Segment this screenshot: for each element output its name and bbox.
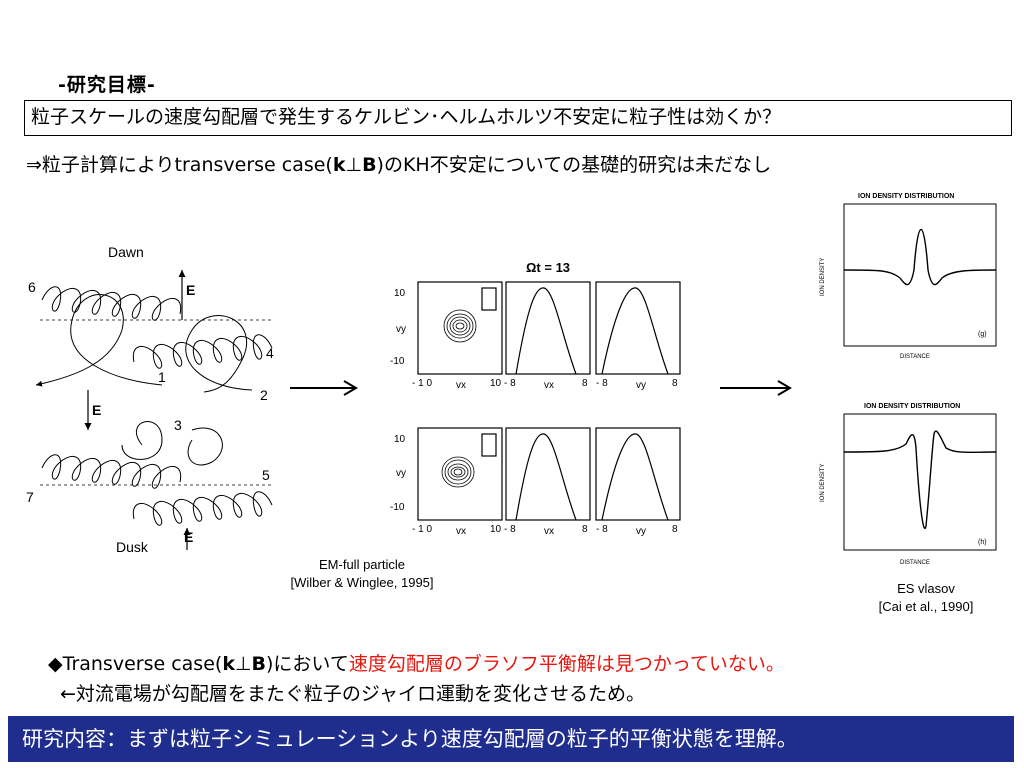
vlasov-figure: ION DENSITY DISTRIBUTION ION DENSITY DIS… — [820, 193, 997, 566]
vlasov-xlabel-top: DISTANCE — [900, 354, 930, 360]
vy-label-bottom: vy — [396, 468, 406, 479]
reason-line: ←対流電場が勾配層をまたぐ粒子のジャイロ運動を変化させるため。 — [60, 683, 645, 705]
statement-prefix: ⇒粒子計算によりtransverse case( — [26, 154, 333, 176]
research-question: 粒子スケールの速度勾配層で発生するケルビン･ヘルムホルツ不安定に粒子性は効くか？ — [24, 100, 1012, 136]
orbit-number-6: 6 — [28, 279, 36, 295]
tick-m8-top-2: - 8 — [596, 378, 608, 389]
tick-10-top: 10 — [394, 288, 406, 299]
bullet-b: B — [251, 653, 266, 675]
em-particle-figure: Ωt = 13 10 -10 vy - 1 0 10 vx - 8 vx 8 -… — [390, 260, 681, 537]
tick-10x-bottom: 10 — [490, 524, 502, 535]
vlasov-caption-line2: [Cai et al., 1990] — [878, 599, 974, 614]
finding-bullet: ◆Transverse case(k⊥B)において速度勾配層のブラソフ平衡解は見… — [48, 649, 785, 676]
tick-m10-top: -10 — [390, 356, 405, 367]
vy-label-top: vy — [396, 324, 406, 335]
statement-k: k — [332, 154, 346, 176]
vy-label-top-2: vy — [636, 380, 646, 391]
particle-caption-line1: EM-full particle — [319, 557, 405, 572]
e-field-label-mid: E — [92, 402, 101, 418]
tick-m8-bottom-2: - 8 — [596, 524, 608, 535]
tick-8-bottom-2: 8 — [672, 524, 678, 535]
dusk-label: Dusk — [116, 539, 149, 555]
vlasov-panel-h: (h) — [978, 539, 987, 546]
bullet-perp: ⊥ — [234, 653, 252, 675]
vx-label-top-1: vx — [456, 380, 466, 391]
bullet-k: k — [222, 653, 235, 675]
vy-label-bottom-2: vy — [636, 526, 646, 537]
particle-caption: EM-full particle [Wilber & Winglee, 1995… — [262, 556, 462, 592]
vlasov-caption: ES vlasov [Cai et al., 1990] — [846, 580, 1006, 616]
motivation-statement: ⇒粒子計算によりtransverse case(k⊥B)のKH不安定についての基… — [26, 150, 771, 177]
orbit-number-5: 5 — [262, 467, 270, 483]
statement-perp: ⊥ — [345, 154, 363, 176]
diamond-bullet-icon: ◆ — [48, 653, 63, 675]
statement-b: B — [362, 154, 377, 176]
orbit-number-1: 1 — [158, 369, 166, 385]
e-field-label-top: E — [186, 282, 195, 298]
statement-suffix: )のKH不安定についての基礎的研究は未だなし — [376, 154, 772, 176]
vlasov-xlabel-bottom: DISTANCE — [900, 560, 930, 566]
tick-m10x-top: - 1 0 — [412, 378, 432, 389]
tick-8-top-2: 8 — [672, 378, 678, 389]
vx-label-top-2: vx — [544, 380, 554, 391]
vlasov-ylabel-top: ION DENSITY — [820, 258, 826, 296]
tick-8-bottom-1: 8 — [582, 524, 588, 535]
gyro-motion-diagram: Dawn E E E 6 4 1 2 3 5 7 Dusk — [26, 244, 274, 555]
vlasov-title-bottom: ION DENSITY DISTRIBUTION — [864, 403, 960, 410]
flow-arrow-1 — [290, 380, 358, 396]
section-heading: -研究目標- — [58, 74, 156, 96]
orbit-number-4: 4 — [266, 345, 274, 361]
vlasov-ylabel-bottom: ION DENSITY — [820, 464, 826, 502]
particle-caption-line2: [Wilber & Winglee, 1995] — [290, 575, 434, 590]
bullet-middle: )において — [266, 653, 349, 675]
tick-m10-bottom: -10 — [390, 502, 405, 513]
tick-8-top-1: 8 — [582, 378, 588, 389]
orbit-number-3: 3 — [174, 417, 182, 433]
vx-label-bottom-2: vx — [544, 526, 554, 537]
orbit-number-7: 7 — [26, 489, 34, 505]
bullet-prefix: Transverse case( — [62, 653, 223, 675]
vlasov-caption-line1: ES vlasov — [897, 581, 955, 596]
tick-10x-top: 10 — [490, 378, 502, 389]
tick-m10x-bottom: - 1 0 — [412, 524, 432, 535]
e-field-label-bottom: E — [184, 529, 193, 545]
conclusion-banner: 研究内容：まずは粒子シミュレーションより速度勾配層の粒子的平衡状態を理解。 — [8, 716, 1014, 762]
particle-figure-title: Ωt = 13 — [526, 260, 570, 275]
bullet-highlight: 速度勾配層のブラソフ平衡解は見つかっていない。 — [348, 653, 785, 675]
vlasov-title-top: ION DENSITY DISTRIBUTION — [858, 193, 954, 200]
vx-label-bottom-1: vx — [456, 526, 466, 537]
tick-m8-bottom-1: - 8 — [504, 524, 516, 535]
dawn-label: Dawn — [108, 244, 144, 260]
vlasov-panel-g: (g) — [978, 331, 987, 338]
tick-m8-top-1: - 8 — [504, 378, 516, 389]
flow-arrow-2 — [720, 380, 792, 396]
tick-10-bottom: 10 — [394, 434, 406, 445]
orbit-number-2: 2 — [260, 387, 268, 403]
